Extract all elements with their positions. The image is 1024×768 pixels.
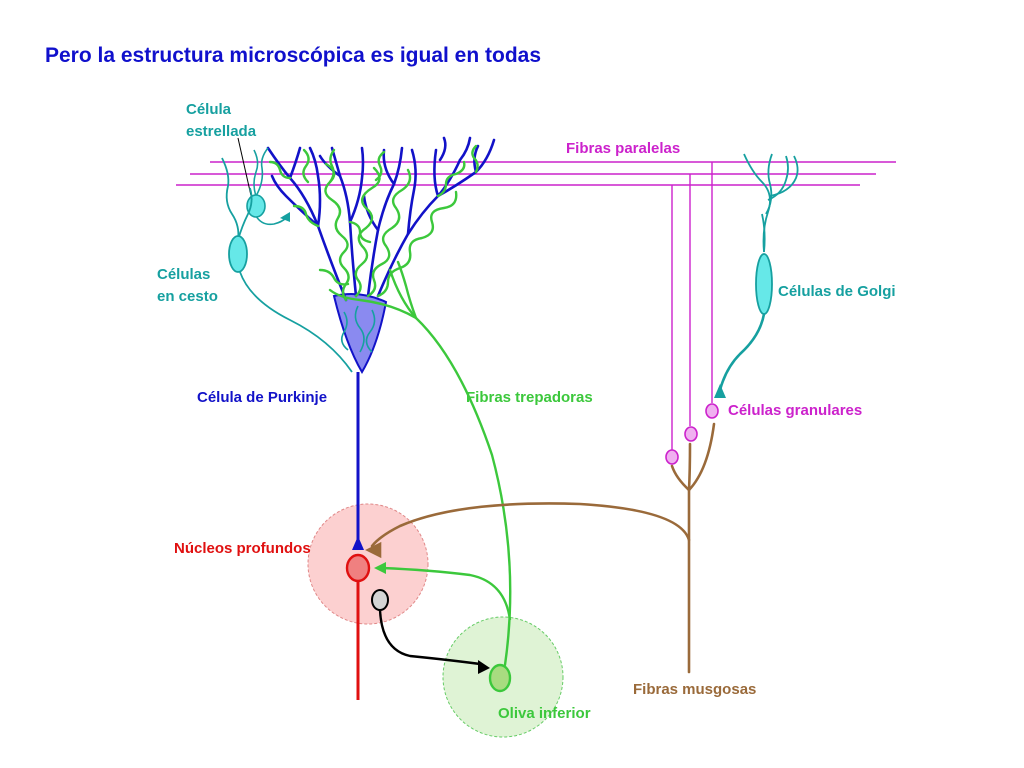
climbing-collateral	[381, 566, 512, 621]
golgi-terminal	[714, 384, 726, 398]
golgi-soma	[755, 253, 773, 315]
inhibitory-interneuron	[371, 589, 389, 611]
labels: Célula estrellada Células en cesto Célul…	[157, 101, 896, 722]
mossy-fibers	[365, 422, 716, 674]
basket-axon	[239, 271, 353, 373]
climbing-fiber-main	[388, 268, 512, 667]
purkinje-cell	[266, 136, 496, 550]
parallel-fibers-label: Fibras paralelas	[566, 140, 680, 157]
granule-cells	[665, 403, 719, 465]
mossy-collateral	[370, 502, 691, 548]
basket-label-line2: en cesto	[157, 288, 218, 305]
olive-label: Oliva inferior	[498, 705, 591, 722]
inhibitory-terminal	[478, 660, 490, 674]
olive-neuron	[488, 663, 512, 693]
mossy-fibers-label: Fibras musgosas	[633, 681, 756, 698]
golgi-label: Células de Golgi	[778, 283, 896, 300]
climbing-fiber	[268, 144, 512, 667]
purkinje-soma	[332, 293, 388, 374]
granule-cell	[665, 449, 679, 465]
stellate-terminal	[280, 212, 290, 222]
basket-cell	[221, 157, 353, 373]
basket-soma	[228, 235, 248, 273]
granule-cell	[705, 403, 719, 419]
deep-nuclei-label: Núcleos profundos	[174, 540, 311, 557]
mossy-terminal	[365, 541, 382, 559]
climbing-collateral-terminal	[374, 562, 386, 574]
golgi-cell	[714, 153, 799, 398]
stellate-label-line2: estrellada	[186, 123, 257, 140]
slide-title: Pero la estructura microscópica es igual…	[45, 44, 541, 67]
nuclei-neuron	[345, 553, 371, 583]
purkinje-label: Célula de Purkinje	[197, 389, 327, 406]
deep-nuclei-cells	[345, 553, 512, 700]
granular-label: Células granulares	[728, 402, 862, 419]
purkinje-soma-fibers	[340, 305, 376, 353]
climbing-fibers-label: Fibras trepadoras	[466, 389, 593, 406]
purkinje-dendrites	[266, 136, 496, 302]
basket-label-line1: Células	[157, 266, 210, 283]
purkinje-synapse-terminal	[352, 536, 364, 550]
granule-cell	[684, 426, 698, 442]
stellate-soma	[246, 194, 266, 218]
stellate-label-line1: Célula	[186, 101, 232, 118]
golgi-axon	[718, 313, 766, 391]
inhibitory-axon	[378, 609, 481, 666]
stellate-cell	[246, 147, 290, 226]
